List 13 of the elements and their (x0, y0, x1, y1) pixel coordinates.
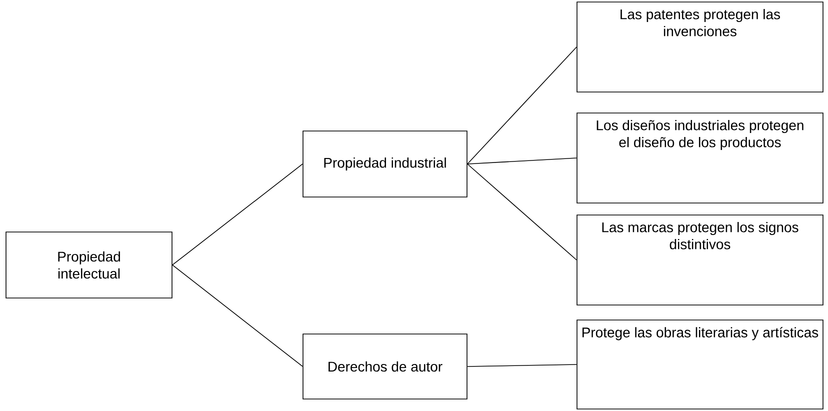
connector-line (467, 364, 577, 367)
text-box: Las patentes protegen las invenciones (576, 2, 824, 92)
connector-line (467, 164, 577, 260)
text-box: Protege las obras literarias y artísticas (576, 320, 824, 410)
text-box: Propiedad intelectual (6, 232, 172, 298)
connector-line (467, 158, 577, 164)
text-box: Derechos de autor (302, 334, 468, 400)
text-box: Las marcas protegen los signos distintivos (576, 214, 824, 306)
text-box: Los diseños industriales protegen el diseño de los productos (576, 112, 824, 204)
text-box: Propiedad industrial (302, 130, 468, 198)
connector-line (172, 164, 303, 266)
connector-line (172, 264, 303, 367)
connector-line (467, 46, 577, 164)
